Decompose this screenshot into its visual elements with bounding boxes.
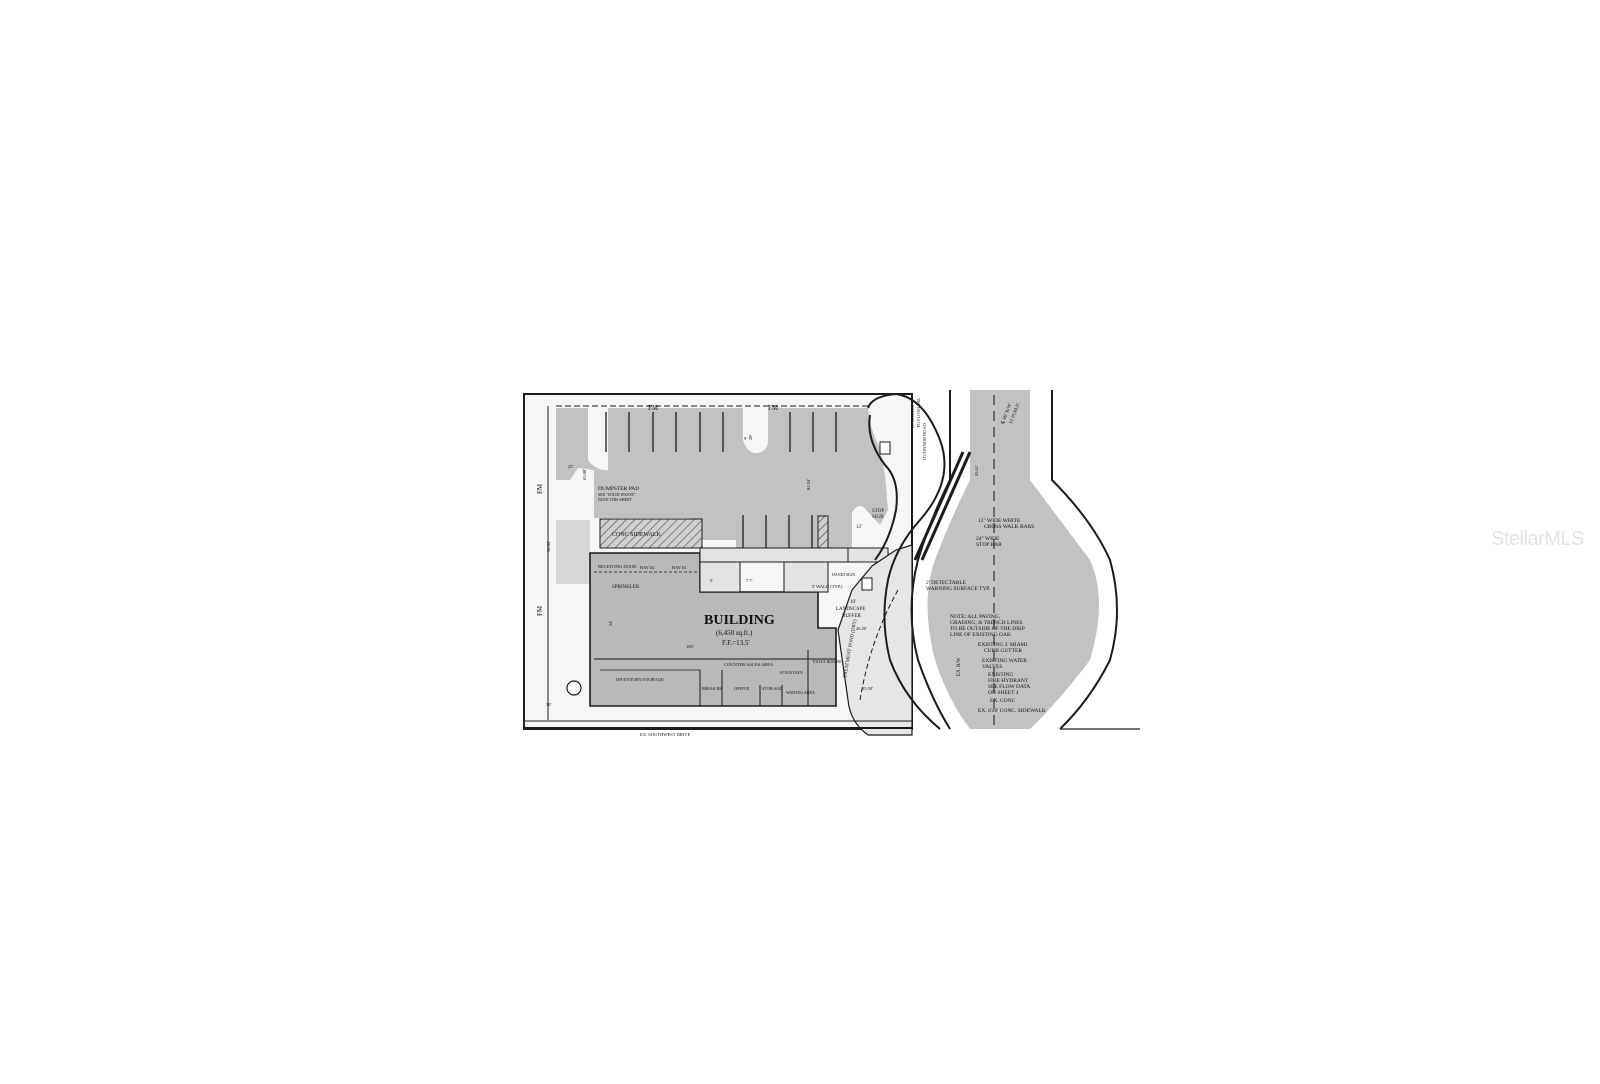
dim-4561-label: 45.61' bbox=[974, 465, 979, 476]
office-label: OFFICE bbox=[734, 686, 750, 691]
dim-30-label: 30' bbox=[546, 702, 552, 707]
landscape-buffer-label-3: BUFFER bbox=[842, 614, 862, 619]
crosswalk-label-2: CROSS WALK BARS bbox=[984, 524, 1034, 530]
toilet-rooms-label: TOILET ROOMS bbox=[812, 659, 841, 664]
paved-parking-lot bbox=[556, 408, 888, 584]
site-perimeter-lines bbox=[524, 405, 912, 729]
counter-sales-area-label: COUNTER SALES AREA bbox=[724, 662, 774, 667]
crosswalk-label-1: 12" WIDE WHITE bbox=[978, 518, 1021, 524]
hydrant-symbol bbox=[566, 680, 582, 696]
dim-3550-label: 35.50' bbox=[862, 686, 873, 691]
oak-note-line-2: GRADING, & TRENCH LINES bbox=[950, 620, 1023, 626]
dumpster-note-line-1: SEE "SOLID WASTE" bbox=[598, 492, 636, 497]
dumpster-pad-label: DUMPSTER PAD bbox=[598, 486, 639, 492]
building-title-label: BUILDING bbox=[704, 613, 775, 628]
dim-24-label: 24' bbox=[608, 621, 613, 627]
building-area-label: (6,450 sq.ft.) bbox=[716, 629, 753, 637]
stop-sign-label-2: SIGN bbox=[872, 515, 884, 520]
miami-curb-label-1: EXISTING 2' MIAMI bbox=[978, 642, 1027, 648]
walkway-strips bbox=[699, 547, 889, 593]
landscape-buffer-label-1: 10' bbox=[850, 600, 856, 605]
detectable-warning-label-2: WARNING SURFACE TYP. bbox=[926, 586, 991, 592]
stop-sign-label-1: STOP bbox=[872, 509, 884, 514]
handi-sign-label: HANDI SIGN bbox=[832, 572, 855, 577]
dim-12-label: 12' bbox=[856, 525, 862, 530]
accessible-aisle-hatch bbox=[817, 515, 829, 549]
landscape-and-pond-area bbox=[837, 544, 913, 736]
ex-conc-label: EX. CONC bbox=[990, 698, 1016, 704]
fountain-label: FOUNTAIN bbox=[780, 670, 803, 675]
miami-curb-label-2: CURB GUTTER bbox=[984, 648, 1022, 654]
fm-left-label-1: FM bbox=[536, 483, 544, 494]
dim-25-label: 25' bbox=[568, 464, 574, 469]
sprinkler-label: SPRINKLER bbox=[612, 585, 640, 590]
dim-6500-label: 65.00' bbox=[582, 469, 587, 480]
radius-label-2: TO FLOWLINE bbox=[916, 398, 921, 428]
bottom-street-label: EX. SOUTHWEST DRIVE bbox=[640, 732, 691, 737]
receiving-door-label: RECEIVING DOOR bbox=[598, 564, 636, 569]
inventory-storage-label: INVENTORY/STORAGE bbox=[616, 677, 664, 682]
oak-note-line-3: TO BE OUTSIDE OF THE DRIP bbox=[950, 626, 1025, 632]
storage-room-label: STOR-AGE bbox=[762, 686, 782, 691]
handicap-signs bbox=[861, 441, 891, 591]
dim-20-label: 20' bbox=[748, 435, 753, 441]
waiting-area-label: WAITING AREA bbox=[786, 690, 815, 695]
fm-top-label-2: FM bbox=[768, 404, 779, 412]
water-valves-label-2: VALVES bbox=[982, 664, 1002, 670]
dim-100-label: 100' bbox=[686, 644, 694, 649]
fire-hydrant-label-3: SEE FLOW DATA bbox=[988, 684, 1030, 690]
detectable-warning-label-1: 2' DETECTABLE bbox=[926, 580, 967, 586]
fire-hydrant-label-1: EXISTING bbox=[988, 672, 1013, 678]
stop-bar-label-1: 24" WIDE bbox=[976, 536, 1000, 542]
radius-label-1: 25' RADIUS bbox=[910, 404, 915, 428]
ex-sidewalk-label: EX. 6'x6' CONC. SIDEWALK bbox=[978, 708, 1046, 714]
watermark: StellarMLS bbox=[1491, 528, 1584, 550]
landscape-buffer-label-2: LANDSCAPE bbox=[836, 607, 865, 612]
oak-note-line-4: LINE OF EXISTING OAK bbox=[950, 632, 1011, 638]
fm-left-label-2: FM bbox=[536, 605, 544, 616]
oconnor-road-label: O'CONNOR ROAD bbox=[922, 422, 927, 460]
fm-top-label-1: FM bbox=[648, 404, 659, 412]
dim-9-label: 9' bbox=[744, 436, 747, 441]
bay-1-label: BAY #1 bbox=[672, 565, 687, 570]
crosswalk-bars bbox=[913, 451, 972, 561]
conc-sidewalk-label: CONC SIDEWALK bbox=[612, 532, 661, 538]
stop-bar-label-2: STOP BAR bbox=[976, 542, 1002, 548]
walk-label: 5' WALK (TYP.) bbox=[812, 584, 843, 589]
dim-2650-label: 26.50' bbox=[856, 626, 867, 631]
building-ff-label: F.F.=13.5' bbox=[722, 639, 750, 647]
dim-7-label: 7.7' bbox=[746, 578, 753, 583]
dumpster-note-line-2: NOTE THIS SHEET bbox=[598, 497, 632, 502]
break-room-label: BREAK RM bbox=[702, 686, 723, 691]
fire-hydrant-label-4: ON SHEET 4 bbox=[988, 690, 1019, 696]
fire-hydrant-label-2: FIRE HYDRANT bbox=[988, 678, 1029, 684]
ex-row-label: EX. R/W bbox=[957, 657, 962, 676]
water-valves-label-1: EXISTING WATER bbox=[982, 658, 1027, 664]
dim-8594-label: 85.94' bbox=[806, 479, 811, 490]
driveway-curve bbox=[867, 393, 946, 730]
bay-2-label: BAY #2 bbox=[640, 565, 655, 570]
dim-5-label: 5' bbox=[710, 578, 713, 583]
dim-3004-label: 30.04' bbox=[546, 541, 551, 552]
oak-note-line-1: NOTE: ALL PAVING, bbox=[950, 614, 1001, 620]
parking-stall-lines bbox=[605, 412, 837, 548]
